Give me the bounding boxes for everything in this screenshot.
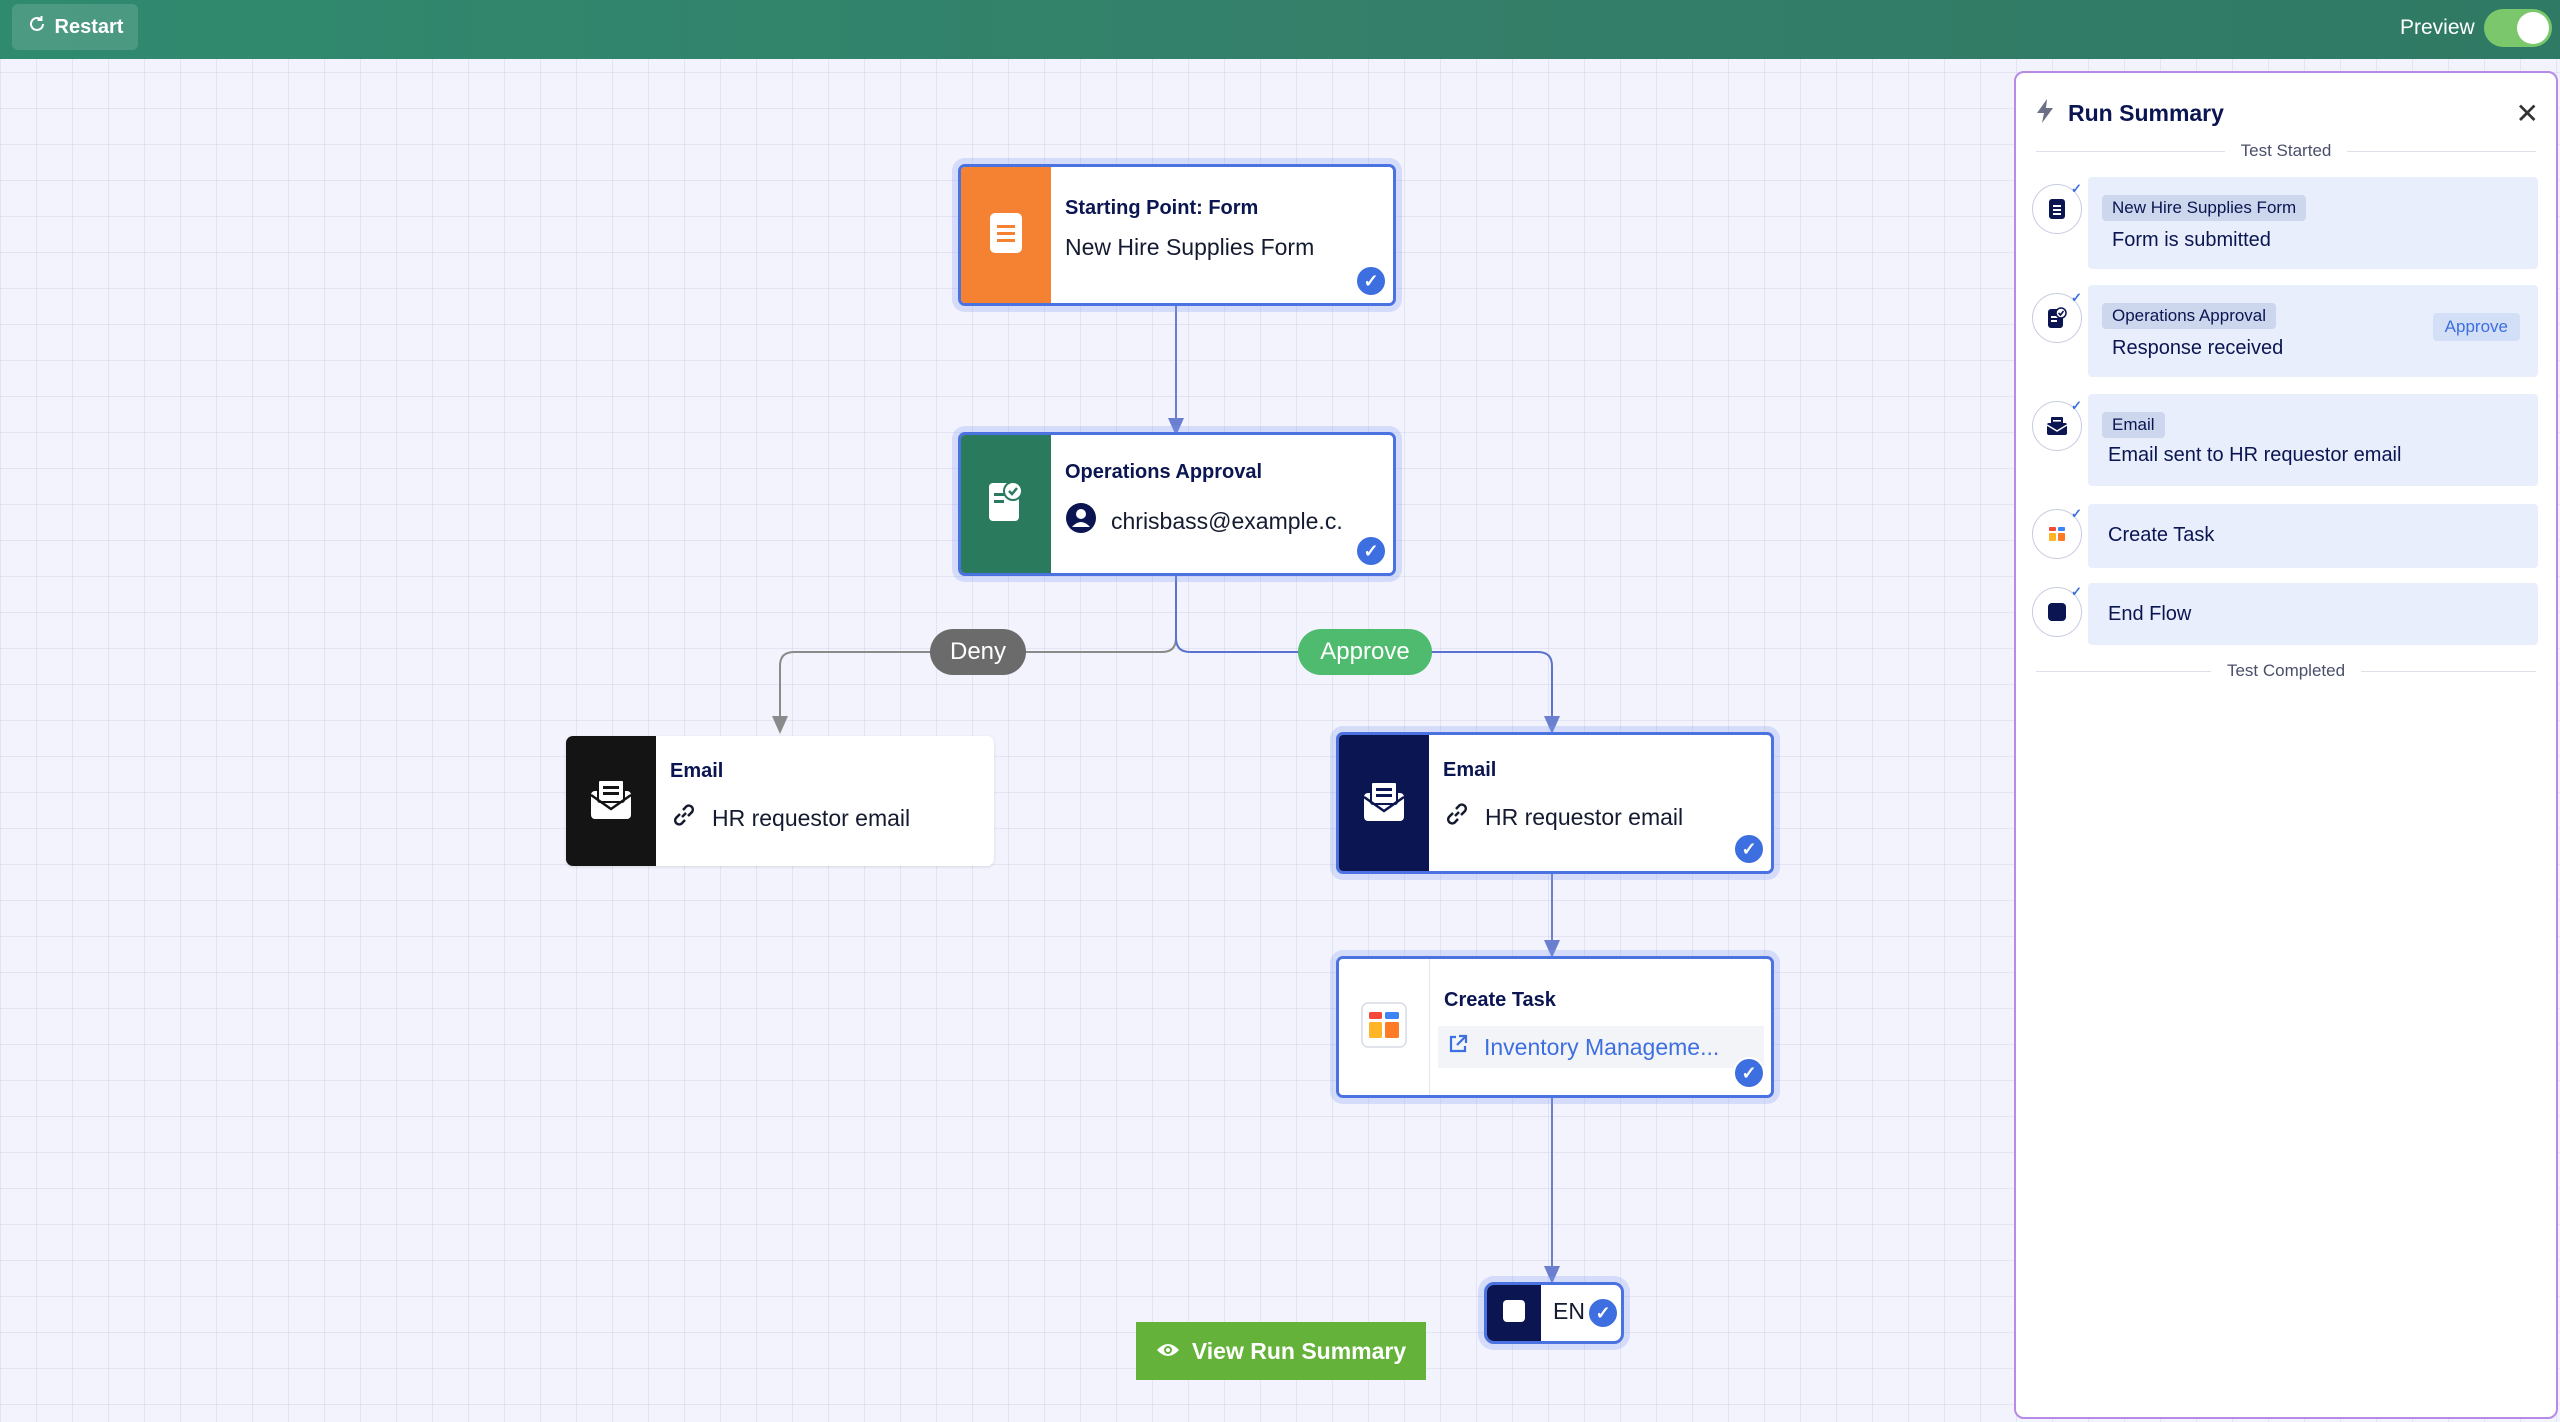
approve-branch-label[interactable]: Approve [1298,629,1432,675]
task-node-icon-panel [1339,959,1430,1095]
start-node-icon-panel [961,167,1051,303]
approver-email: chrisbass@example.c. [1111,507,1343,534]
deny-branch-label[interactable]: Deny [930,629,1026,675]
link-icon [1443,800,1471,834]
view-run-summary-button[interactable]: View Run Summary [1136,1322,1426,1380]
approval-node-subtitle: chrisbass@example.c. [1065,502,1393,540]
create-task-node[interactable]: Create Task Inventory Manageme... ✓ [1336,956,1774,1098]
step-tag: Operations Approval [2102,303,2277,329]
task-node-link[interactable]: Inventory Manageme... [1438,1026,1764,1068]
step-tag: New Hire Supplies Form [2102,195,2307,221]
view-run-summary-label: View Run Summary [1191,1337,1407,1364]
step-card-email: Email Email sent to HR requestor email [2088,394,2538,486]
check-icon: ✓ [1587,1297,1619,1329]
eye-icon [1156,1338,1180,1365]
email-icon [1361,779,1407,828]
end-node[interactable]: EN ✓ [1484,1282,1624,1344]
task-board-icon [1361,1001,1407,1053]
approve-response-chip[interactable]: Approve [2432,313,2520,341]
form-icon: ✓ [2032,181,2082,234]
email-approve-body: Email HR requestor email ✓ [1429,735,1771,871]
step-text: End Flow [2108,603,2192,625]
refresh-icon [27,14,47,40]
stop-icon [1502,1299,1526,1328]
email-deny-recipient: HR requestor email [712,804,911,831]
step-tag: Email [2102,412,2165,438]
top-bar: Restart Preview [0,0,2560,59]
email-approve-recipient: HR requestor email [1485,803,1684,830]
step-card-task: Create Task [2088,504,2538,568]
email-icon [588,777,634,826]
email-approve-subtitle: HR requestor email [1443,800,1771,834]
check-icon: ✓ [2071,398,2082,413]
restart-label: Restart [54,15,124,38]
step-card-form: New Hire Supplies Form Form is submitted [2088,177,2538,269]
step-text: Create Task [2108,524,2215,546]
close-icon[interactable]: ✕ [2515,98,2539,129]
start-node-subtitle-text: New Hire Supplies Form [1065,234,1315,260]
email-deny-subtitle: HR requestor email [670,801,994,835]
email-deny-body: Email HR requestor email [656,736,994,866]
check-icon: ✓ [1733,833,1765,865]
end-node-body: EN ✓ [1541,1285,1621,1341]
email-approve-icon-panel [1339,735,1429,871]
start-form-node[interactable]: Starting Point: Form New Hire Supplies F… [958,164,1396,306]
task-board-icon: ✓ [2032,506,2082,559]
stop-icon: ✓ [2032,584,2082,637]
email-icon: ✓ [2032,398,2082,451]
check-icon: ✓ [1733,1057,1765,1089]
step-card-approval: Operations Approval Response received Ap… [2088,285,2538,377]
preview-label: Preview [2400,16,2475,39]
external-link-icon [1446,1032,1470,1062]
check-icon: ✓ [2071,290,2082,305]
restart-button[interactable]: Restart [12,4,138,50]
step-card-end: End Flow [2088,583,2538,645]
check-icon: ✓ [2071,506,2082,521]
email-deny-node[interactable]: Email HR requestor email [566,736,994,866]
end-node-icon-panel [1487,1285,1541,1341]
approval-node-title: Operations Approval [1065,461,1263,483]
step-text: Response received [2112,337,2284,359]
step-text: Form is submitted [2112,229,2271,251]
operations-approval-node[interactable]: Operations Approval chrisbass@example.c.… [958,432,1396,576]
test-started-label: Test Started [2240,141,2332,160]
start-node-subtitle: New Hire Supplies Form [1065,234,1393,261]
email-approve-title: Email [1443,759,1497,781]
link-icon [670,801,698,835]
approve-label: Approve [1320,638,1410,665]
panel-header: Run Summary ✕ [2034,91,2539,135]
email-deny-icon-panel [566,736,656,866]
start-node-title: Starting Point: Form [1065,197,1259,219]
approval-icon: ✓ [2032,290,2082,343]
test-started-divider: Test Started [2036,141,2536,161]
preview-toggle[interactable] [2484,9,2552,47]
lightning-icon [2034,98,2056,129]
check-icon: ✓ [1355,265,1387,297]
run-summary-panel: Run Summary ✕ Test Started ✓ New Hire Su… [2014,71,2558,1419]
step-text: Email sent to HR requestor email [2108,444,2402,466]
user-icon [1065,502,1097,540]
approval-node-body: Operations Approval chrisbass@example.c.… [1051,435,1393,573]
email-deny-title: Email [670,760,724,782]
end-node-label: EN [1553,1298,1585,1324]
email-approve-node[interactable]: Email HR requestor email ✓ [1336,732,1774,874]
approval-icon [986,479,1026,530]
check-icon: ✓ [2071,584,2082,599]
task-board-name: Inventory Manageme... [1484,1033,1720,1060]
task-node-title: Create Task [1444,989,1556,1011]
toggle-knob [2517,12,2549,44]
test-completed-label: Test Completed [2226,661,2346,680]
start-node-body: Starting Point: Form New Hire Supplies F… [1051,167,1393,303]
test-completed-divider: Test Completed [2036,661,2536,681]
panel-title: Run Summary [2068,99,2224,126]
deny-label: Deny [949,638,1007,665]
form-icon [988,211,1024,260]
check-icon: ✓ [2071,181,2082,196]
approval-node-icon-panel [961,435,1051,573]
check-icon: ✓ [1355,535,1387,567]
task-node-body: Create Task Inventory Manageme... ✓ [1430,959,1771,1095]
